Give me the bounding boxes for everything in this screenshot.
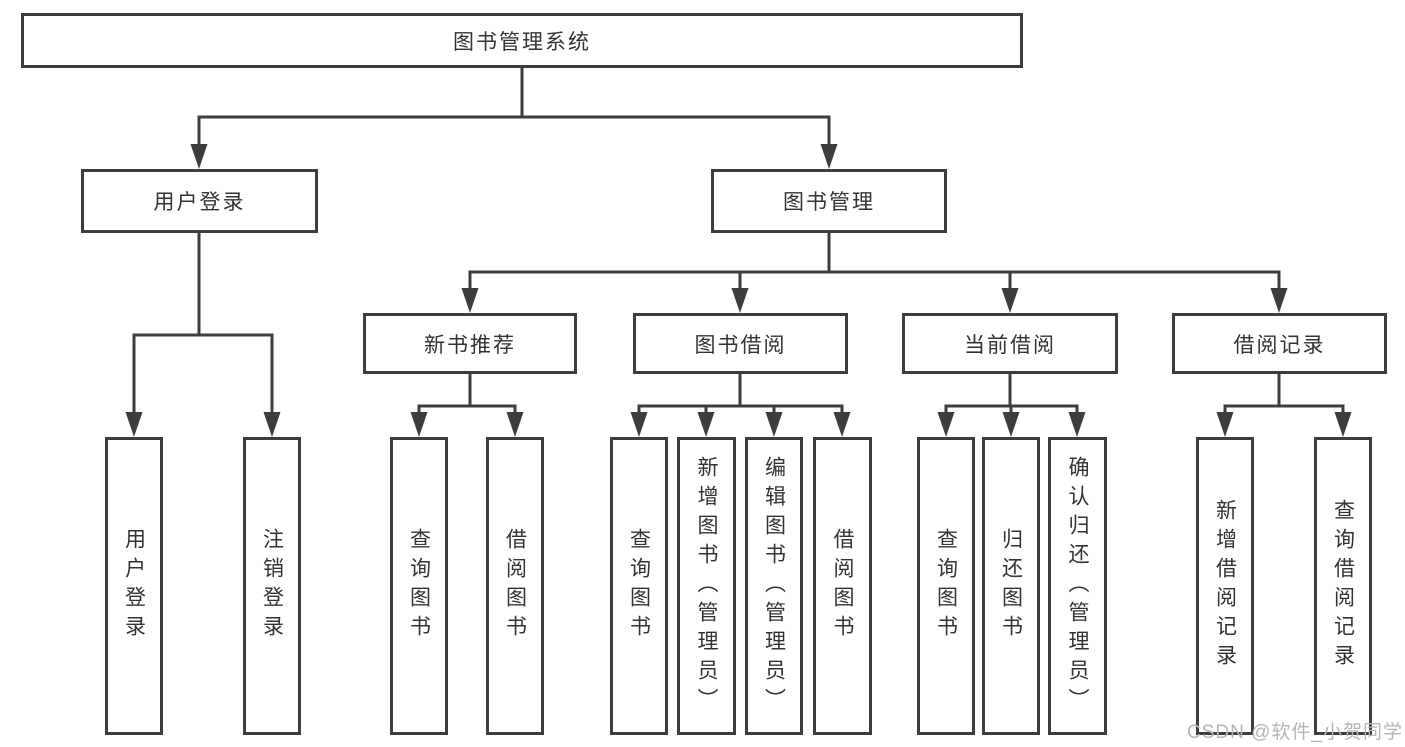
node-label: 确认归还（管理员） <box>1066 455 1089 717</box>
leaf-query-books-borrowing: 查询图书 <box>610 437 668 735</box>
node-label: 新书推荐 <box>424 333 516 357</box>
node-current-borrowing: 当前借阅 <box>902 313 1118 374</box>
node-label: 借阅图书 <box>503 528 527 644</box>
leaf-query-books-recommend: 查询图书 <box>390 437 448 735</box>
node-label: 查询借阅记录 <box>1331 499 1355 673</box>
leaf-query-borrow-record: 查询借阅记录 <box>1314 437 1372 735</box>
leaf-logout: 注销登录 <box>243 437 301 735</box>
node-label: 编辑图书（管理员） <box>762 455 786 717</box>
connector-paths <box>132 66 1345 419</box>
node-user-login: 用户登录 <box>81 169 318 233</box>
node-label: 用户登录 <box>153 191 246 214</box>
leaf-user-login: 用户登录 <box>105 437 163 735</box>
node-book-management: 图书管理 <box>711 169 947 233</box>
leaf-borrow-books: 借阅图书 <box>813 437 872 735</box>
node-new-book-recommend: 新书推荐 <box>363 313 577 374</box>
node-label: 归还图书 <box>999 528 1023 644</box>
node-label: 新增图书（管理员） <box>695 455 718 717</box>
node-label: 图书管理系统 <box>453 30 591 54</box>
node-label: 注销登录 <box>260 528 284 644</box>
node-label: 查询图书 <box>934 528 958 644</box>
node-label: 用户登录 <box>122 528 146 644</box>
leaf-borrow-books-recommend: 借阅图书 <box>486 437 544 735</box>
leaf-query-books-current: 查询图书 <box>917 437 975 735</box>
node-label: 借阅记录 <box>1233 333 1326 357</box>
leaf-return-books: 归还图书 <box>982 437 1040 735</box>
node-label: 图书借阅 <box>694 333 787 357</box>
leaf-edit-books-admin: 编辑图书（管理员） <box>745 437 803 735</box>
leaf-add-books-admin: 新增图书（管理员） <box>677 437 736 735</box>
leaf-confirm-return-admin: 确认归还（管理员） <box>1048 437 1107 735</box>
node-label: 图书管理 <box>783 191 875 214</box>
arrowhead-icons <box>125 144 1352 437</box>
node-borrow-records: 借阅记录 <box>1172 313 1387 374</box>
node-label: 查询图书 <box>407 528 431 644</box>
node-label: 当前借阅 <box>964 333 1056 357</box>
node-library-management-system: 图书管理系统 <box>21 13 1023 68</box>
leaf-add-borrow-record: 新增借阅记录 <box>1196 437 1254 735</box>
node-label: 新增借阅记录 <box>1213 499 1237 673</box>
node-label: 查询图书 <box>627 528 651 644</box>
csdn-watermark: CSDN @软件_小贺同学 <box>1187 722 1403 743</box>
node-label: 借阅图书 <box>831 528 854 644</box>
node-book-borrowing: 图书借阅 <box>633 313 848 374</box>
